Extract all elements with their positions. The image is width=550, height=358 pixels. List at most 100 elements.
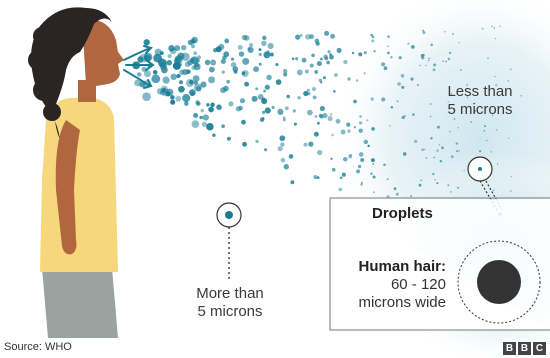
bbc-logo-letter: C bbox=[533, 342, 546, 355]
droplet bbox=[381, 62, 385, 66]
droplet bbox=[322, 113, 327, 118]
droplet bbox=[330, 158, 332, 160]
droplet bbox=[259, 48, 262, 51]
droplet bbox=[484, 130, 486, 132]
droplet bbox=[176, 74, 180, 78]
droplet bbox=[320, 106, 325, 111]
droplet bbox=[397, 100, 399, 102]
droplet bbox=[305, 34, 311, 40]
droplet bbox=[162, 77, 169, 84]
droplet bbox=[340, 176, 343, 179]
droplet bbox=[252, 96, 258, 102]
droplet bbox=[311, 54, 315, 58]
droplet bbox=[359, 152, 364, 157]
droplet bbox=[494, 76, 495, 77]
droplet bbox=[437, 126, 440, 129]
droplet bbox=[197, 55, 201, 59]
droplet bbox=[281, 158, 286, 163]
droplet bbox=[238, 45, 243, 50]
droplet bbox=[332, 168, 336, 172]
droplet bbox=[399, 56, 402, 59]
droplet bbox=[403, 152, 406, 155]
droplet bbox=[241, 120, 246, 125]
droplet bbox=[297, 96, 300, 99]
droplet bbox=[142, 92, 151, 101]
droplet bbox=[212, 133, 215, 136]
droplet bbox=[328, 116, 333, 121]
droplet bbox=[448, 58, 451, 61]
droplet bbox=[459, 42, 460, 43]
droplet bbox=[458, 127, 459, 128]
droplet bbox=[182, 69, 188, 75]
droplet bbox=[185, 61, 191, 67]
droplet bbox=[208, 107, 214, 113]
droplet bbox=[242, 58, 249, 65]
droplet bbox=[285, 106, 289, 110]
droplet bbox=[310, 64, 314, 68]
droplet bbox=[367, 145, 369, 147]
droplet bbox=[275, 63, 278, 66]
droplet bbox=[471, 121, 472, 122]
droplet bbox=[452, 33, 454, 35]
droplet bbox=[334, 73, 338, 77]
droplet bbox=[449, 52, 451, 54]
droplet bbox=[456, 142, 458, 144]
droplet bbox=[323, 76, 326, 79]
droplet bbox=[338, 188, 342, 192]
droplet bbox=[323, 54, 328, 59]
droplet bbox=[320, 57, 323, 60]
droplet bbox=[209, 67, 215, 73]
droplet bbox=[487, 57, 488, 58]
droplet bbox=[444, 31, 446, 33]
droplet bbox=[264, 148, 267, 151]
droplet bbox=[263, 90, 266, 93]
droplet bbox=[303, 143, 307, 147]
large-droplet-callout bbox=[217, 203, 241, 282]
droplet bbox=[371, 97, 374, 100]
droplet bbox=[303, 91, 308, 96]
droplet bbox=[359, 115, 362, 118]
droplet bbox=[494, 27, 495, 28]
droplet bbox=[359, 121, 362, 124]
droplet bbox=[167, 60, 173, 66]
droplet bbox=[248, 47, 251, 50]
droplet bbox=[317, 61, 322, 66]
droplet bbox=[193, 113, 198, 118]
droplet bbox=[262, 36, 266, 40]
droplet bbox=[425, 65, 426, 66]
droplet bbox=[293, 109, 296, 112]
droplet bbox=[190, 92, 195, 97]
droplet bbox=[261, 41, 266, 46]
droplet bbox=[297, 69, 303, 75]
droplet bbox=[445, 61, 447, 63]
woman-figure bbox=[28, 7, 153, 338]
droplet bbox=[387, 52, 390, 55]
droplet bbox=[222, 70, 225, 73]
droplet bbox=[317, 176, 320, 179]
droplet bbox=[450, 191, 451, 192]
droplet bbox=[330, 113, 332, 115]
droplet bbox=[249, 43, 253, 47]
droplet bbox=[179, 80, 183, 84]
droplet bbox=[421, 54, 424, 57]
droplet bbox=[223, 86, 229, 92]
droplet bbox=[283, 69, 287, 73]
droplet bbox=[317, 122, 320, 125]
droplet bbox=[343, 60, 347, 64]
droplet bbox=[272, 106, 275, 109]
droplet bbox=[228, 101, 233, 106]
droplet bbox=[262, 111, 265, 114]
droplet bbox=[210, 103, 214, 107]
droplet bbox=[232, 66, 238, 72]
droplet bbox=[236, 106, 241, 111]
droplet bbox=[449, 131, 451, 133]
droplet bbox=[434, 179, 435, 180]
droplet bbox=[286, 95, 290, 99]
small-droplet-label-line1: Less than bbox=[425, 83, 535, 101]
droplet bbox=[295, 35, 300, 40]
droplet bbox=[276, 79, 282, 85]
droplet bbox=[459, 150, 460, 151]
droplet bbox=[371, 39, 374, 42]
droplet bbox=[499, 26, 500, 27]
droplet bbox=[186, 79, 194, 87]
